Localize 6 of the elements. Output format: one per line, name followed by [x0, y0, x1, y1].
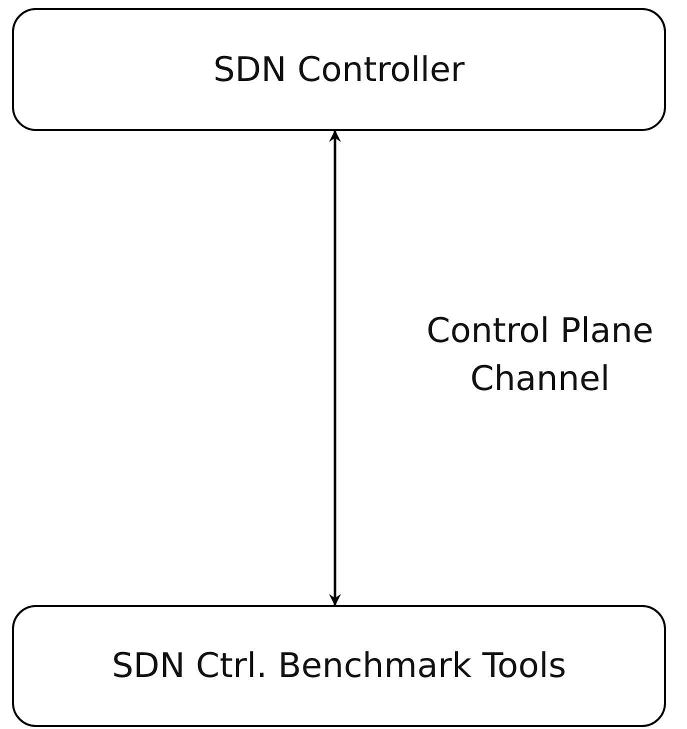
process-box	[12, 8, 666, 131]
edge-label: Control Plane Channel	[426, 310, 654, 401]
process-box	[12, 605, 666, 727]
box-label: SDN Controller	[213, 50, 465, 90]
double-arrow	[329, 130, 341, 606]
box-label: SDN Ctrl. Benchmark Tools	[112, 646, 566, 686]
